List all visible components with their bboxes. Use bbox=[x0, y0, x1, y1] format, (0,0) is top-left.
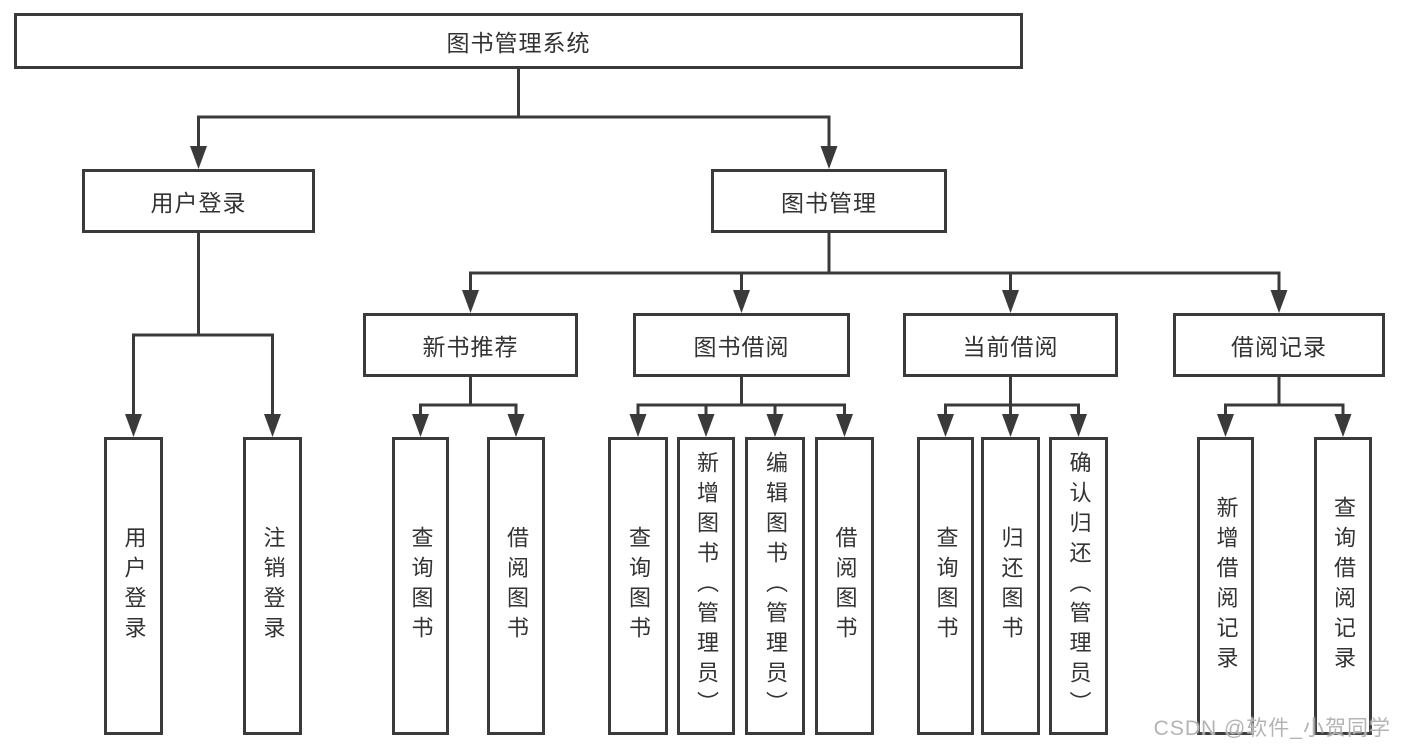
node-book-management: 图书管理 bbox=[711, 169, 947, 233]
leaf-bb-edit-books-admin: 编辑图书（管理员） bbox=[745, 437, 805, 735]
leaf-cb-query-books: 查询图书 bbox=[917, 437, 974, 735]
node-user-login-label: 用户登录 bbox=[150, 190, 247, 216]
leaf-nb-query-books: 查询图书 bbox=[392, 437, 449, 735]
leaf-cb-confirm-return-admin-label: 确认归还（管理员） bbox=[1066, 451, 1092, 721]
leaf-br-query-record-label: 查询借阅记录 bbox=[1331, 496, 1356, 676]
leaf-br-add-record-label: 新增借阅记录 bbox=[1213, 496, 1239, 676]
node-borrowing-records: 借阅记录 bbox=[1173, 313, 1385, 377]
leaf-nb-borrow-books: 借阅图书 bbox=[487, 437, 545, 735]
leaf-br-query-record: 查询借阅记录 bbox=[1314, 437, 1372, 735]
leaf-bb-borrow-books-label: 借阅图书 bbox=[832, 526, 858, 646]
leaf-cb-query-books-label: 查询图书 bbox=[933, 526, 959, 646]
node-root: 图书管理系统 bbox=[14, 13, 1023, 69]
leaf-user-login-label: 用户登录 bbox=[121, 526, 147, 646]
leaf-bb-add-books-admin: 新增图书（管理员） bbox=[677, 437, 735, 735]
node-borrowing-records-label: 借阅记录 bbox=[1231, 334, 1327, 360]
node-root-label: 图书管理系统 bbox=[446, 30, 591, 56]
leaf-br-add-record: 新增借阅记录 bbox=[1197, 437, 1254, 735]
leaf-nb-query-books-label: 查询图书 bbox=[408, 526, 434, 646]
node-current-borrowing: 当前借阅 bbox=[903, 313, 1118, 377]
leaf-bb-query-books-label: 查询图书 bbox=[626, 526, 651, 646]
node-new-book-recommend-label: 新书推荐 bbox=[422, 334, 519, 360]
leaf-bb-edit-books-admin-label: 编辑图书（管理员） bbox=[763, 451, 788, 721]
node-new-book-recommend: 新书推荐 bbox=[363, 313, 578, 377]
leaf-bb-query-books: 查询图书 bbox=[608, 437, 668, 735]
leaf-user-login: 用户登录 bbox=[104, 437, 163, 735]
node-user-login: 用户登录 bbox=[82, 169, 315, 233]
leaf-bb-add-books-admin-label: 新增图书（管理员） bbox=[694, 451, 719, 721]
leaf-cb-return-books-label: 归还图书 bbox=[998, 526, 1024, 646]
node-book-borrowing: 图书借阅 bbox=[633, 313, 850, 377]
leaf-cb-return-books: 归还图书 bbox=[981, 437, 1040, 735]
leaf-bb-borrow-books: 借阅图书 bbox=[815, 437, 874, 735]
leaf-nb-borrow-books-label: 借阅图书 bbox=[504, 526, 529, 646]
node-current-borrowing-label: 当前借阅 bbox=[962, 334, 1059, 360]
node-book-management-label: 图书管理 bbox=[781, 190, 877, 216]
leaf-logout-login: 注销登录 bbox=[243, 437, 302, 735]
node-book-borrowing-label: 图书借阅 bbox=[693, 334, 790, 360]
leaf-cb-confirm-return-admin: 确认归还（管理员） bbox=[1049, 437, 1108, 735]
watermark: CSDN @软件_小贺同学 bbox=[1153, 717, 1391, 740]
leaf-logout-login-label: 注销登录 bbox=[260, 526, 286, 646]
